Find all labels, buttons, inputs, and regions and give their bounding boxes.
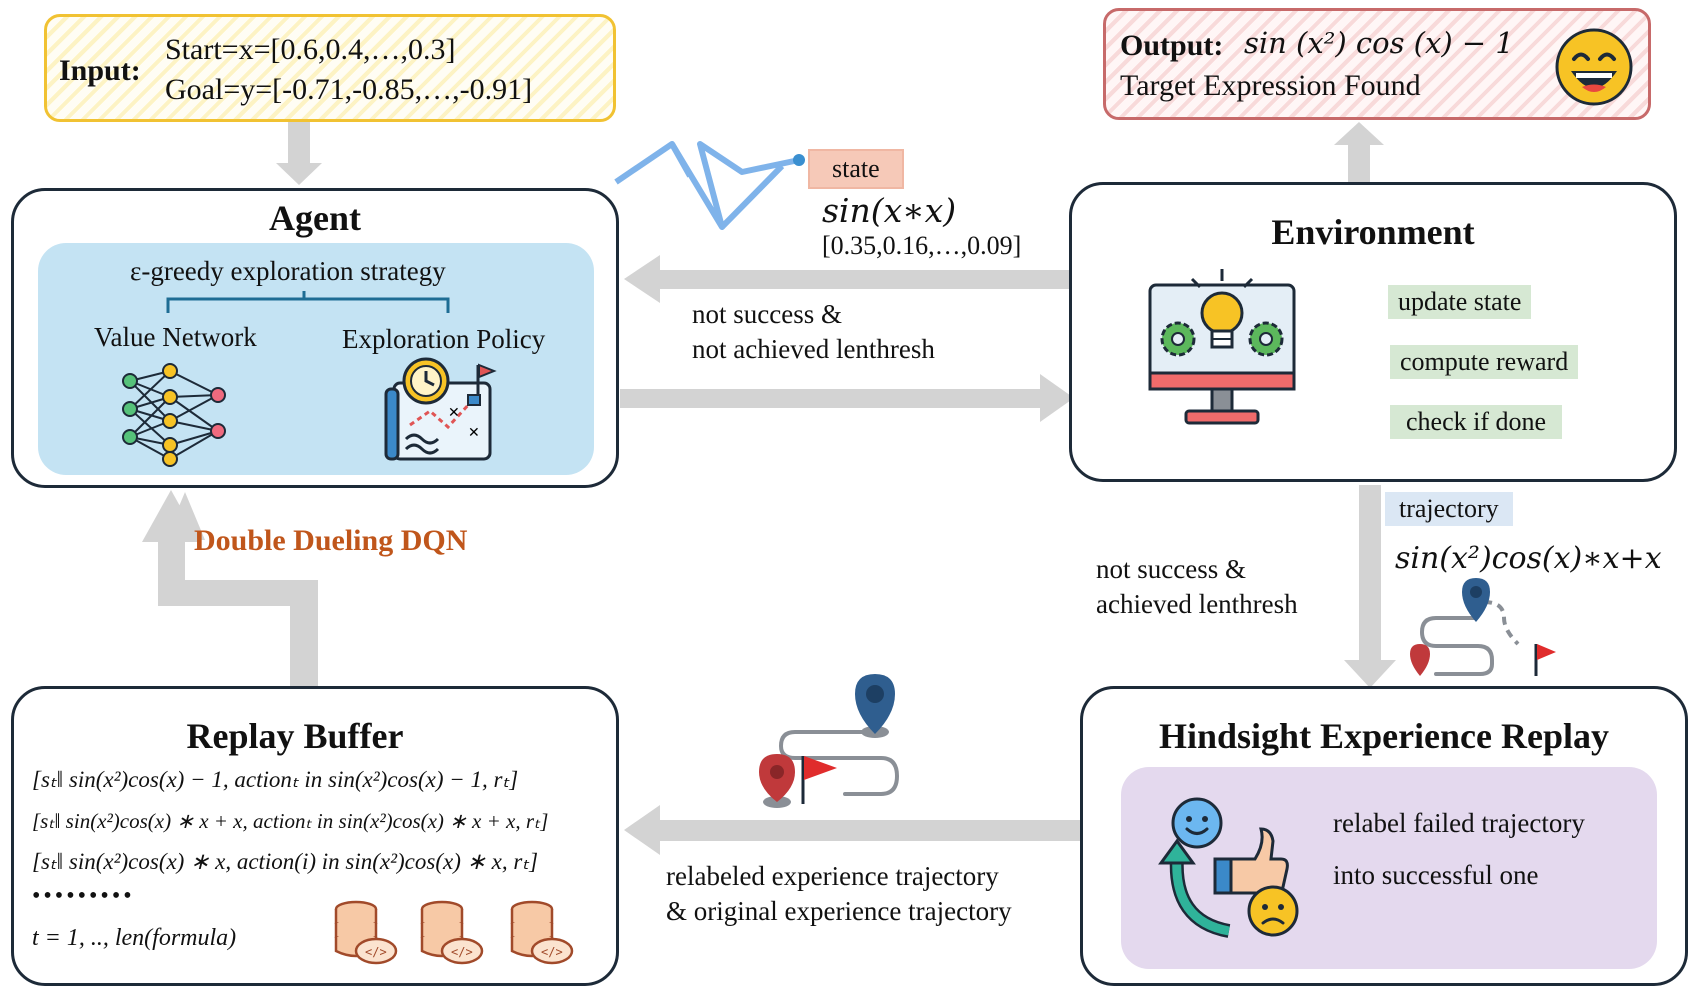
input-start: Start=x=[0.6,0.4,…,0.3] [165,33,456,66]
environment-box: Environment update state compute reward … [1069,182,1677,482]
state-expression: sin(x∗x) [822,191,957,230]
her-box: Hindsight Experience Replay relabel fail… [1080,686,1688,986]
route-pins-icon [759,674,900,808]
buffer-row: [sₜ‖ sin(x²)cos(x) ∗ x, action(i) in sin… [32,849,539,874]
arrow-env-to-her [1344,485,1396,688]
her-inner-panel: relabel failed trajectory into successfu… [1121,767,1657,969]
monitor-lightbulb-icon [1148,269,1296,425]
her-line1: relabel failed trajectory [1333,808,1585,838]
route-pins-icon-small [1410,578,1556,676]
buffer-transfer-line2: & original experience trajectory [666,896,1012,926]
transition-not-achieved-line1: not success & [692,299,842,329]
output-box: Output: sin (x²) cos (x) − 1 Target Expr… [1103,8,1651,120]
agent-strategy: ε-greedy exploration strategy [130,256,446,286]
her-line2: into successful one [1333,860,1539,890]
agent-title: Agent [269,198,361,238]
buffer-index: t = 1, .., len(formula) [32,925,237,951]
output-label: Output: [1120,29,1224,62]
arrow-agent-to-env [620,374,1074,422]
dqn-label: Double Dueling DQN [194,524,468,557]
transition-achieved-line2: achieved lenthresh [1096,589,1298,619]
replay-buffer-title: Replay Buffer [186,716,404,756]
value-network-label: Value Network [94,322,257,352]
laughing-face-icon [1555,28,1633,106]
svg-text:</>: </> [451,945,473,959]
database-icon: </> [510,900,574,965]
agent-box: Agent ε-greedy exploration strategy Valu… [11,188,619,488]
exploration-policy-label: Exploration Policy [342,324,546,354]
database-icon: </> [420,900,484,965]
arrow-input-to-agent [276,122,322,185]
trajectory-chip: trajectory [1385,492,1513,526]
relabel-faces-icon [1158,797,1299,938]
output-expression: sin (x²) cos (x) − 1 [1244,26,1514,60]
svg-text:</>: </> [541,945,563,959]
input-goal: Goal=y=[-0.71,-0.85,…,-0.91] [165,73,533,106]
transition-achieved-line1: not success & [1096,554,1246,584]
buffer-row: [sₜ‖ sin(x²)cos(x) ∗ x + x, actionₜ in s… [32,809,549,833]
arrow-env-to-output [1334,122,1384,182]
svg-text:</>: </> [365,945,387,959]
replay-buffer-box: Replay Buffer [sₜ‖ sin(x²)cos(x) − 1, ac… [11,686,619,986]
svg-text:✕: ✕ [448,405,460,421]
env-action-update-state: update state [1388,285,1532,319]
environment-title: Environment [1271,212,1475,252]
agent-inner-panel: ε-greedy exploration strategy Value Netw… [38,243,594,475]
env-action-compute-reward: compute reward [1390,345,1579,379]
strategy-brace [166,291,450,313]
transition-not-achieved-line2: not achieved lenthresh [692,334,935,364]
env-action-check-done: check if done [1390,405,1563,439]
state-trajectory-icon [614,141,805,230]
neural-network-icon [122,363,226,467]
buffer-ellipsis: ••••••••• [32,883,135,909]
state-chip: state [808,149,904,189]
arrow-her-to-buffer [624,805,1082,855]
her-title: Hindsight Experience Replay [1158,716,1610,756]
exploration-map-icon: ✕ ✕ [384,357,497,461]
input-box: Input: Start=x=[0.6,0.4,…,0.3] Goal=y=[-… [44,14,616,122]
output-status: Target Expression Found [1120,69,1421,102]
buffer-transfer-line1: relabeled experience trajectory [666,861,999,891]
arrow-env-to-agent [624,255,1070,303]
svg-text:✕: ✕ [468,425,480,441]
buffer-row: [sₜ‖ sin(x²)cos(x) − 1, actionₜ in sin(x… [32,767,519,792]
trajectory-expression: sin(x²)cos(x)∗x+x [1395,541,1662,576]
input-label: Input: [59,54,141,87]
state-values: [0.35,0.16,…,0.09] [822,231,1022,260]
database-icon: </> [334,900,398,965]
